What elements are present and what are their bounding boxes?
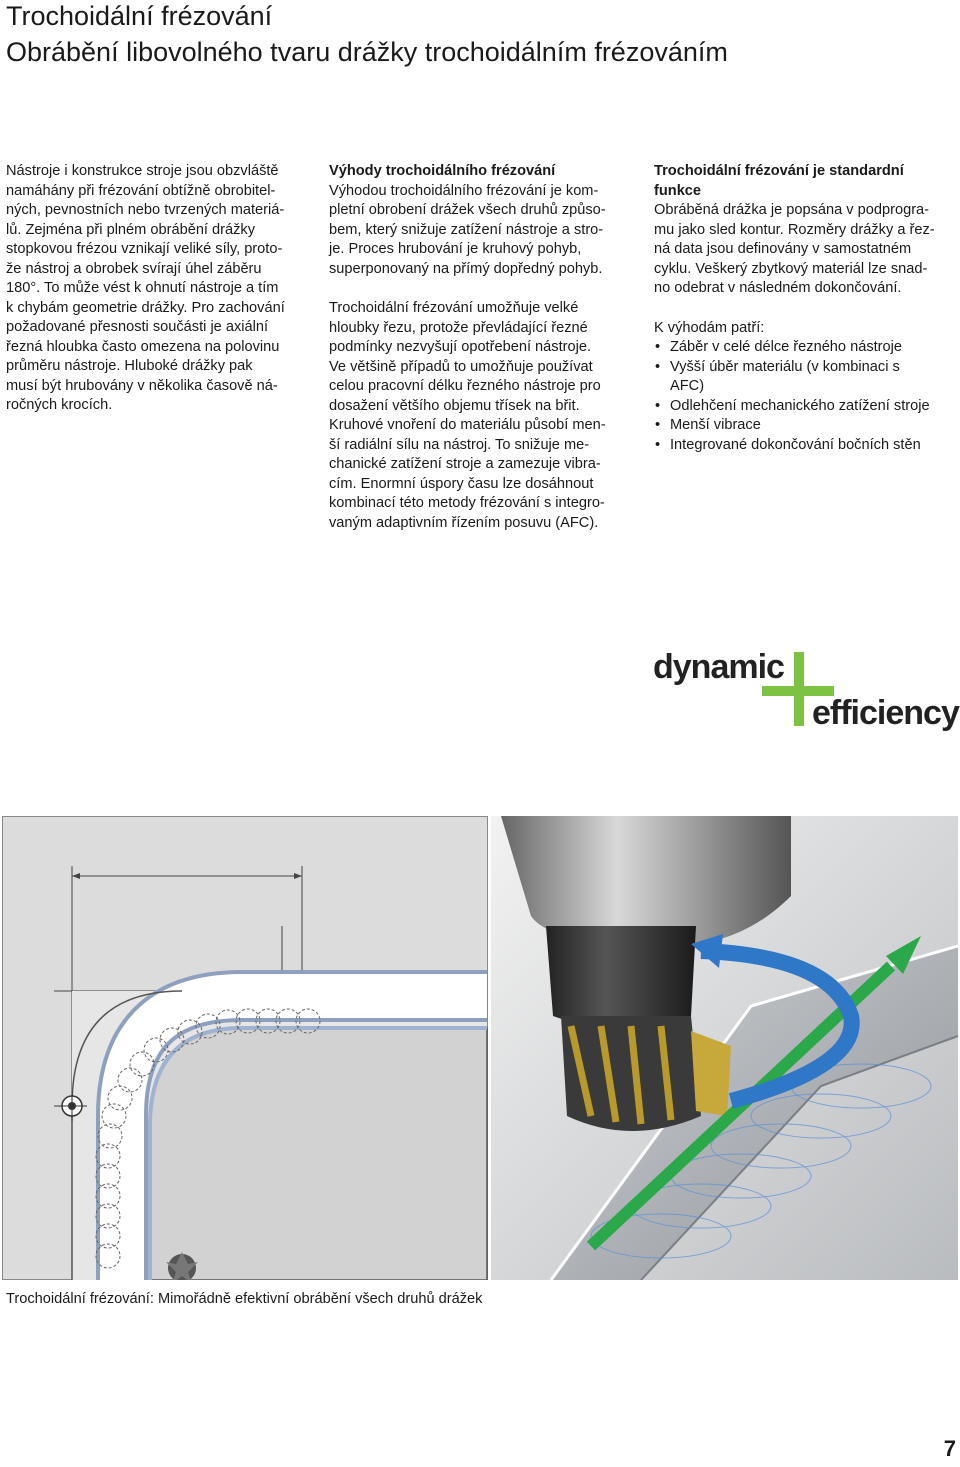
cutter-icon	[166, 1252, 198, 1280]
dynamic-efficiency-logo: dynamic efficiency	[650, 648, 960, 736]
column-intro: Nástroje i konstrukce stroje jsou obzvlá…	[6, 162, 306, 416]
advantages-paragraph-1: Výhodou trochoidálního frézování je kom-…	[329, 182, 606, 277]
advantages-heading: Výhody trochoidálního frézování	[329, 163, 556, 179]
logo-plus-horizontal	[762, 686, 834, 696]
trochoidal-slot-diagram	[2, 816, 488, 1280]
benefits-list: Záběr v celé délce řezného nástroje Vyšš…	[654, 338, 954, 455]
intro-paragraph: Nástroje i konstrukce stroje jsou obzvlá…	[6, 163, 285, 413]
benefit-item: Záběr v celé délce řezného nástroje	[654, 338, 954, 358]
page-subtitle: Obrábění libovolného tvaru drážky trocho…	[6, 37, 728, 67]
benefits-intro: K výhodám patří:	[654, 319, 765, 336]
benefit-item: Integrované dokončování bočních stěn	[654, 436, 954, 456]
logo-word-efficiency: efficiency	[812, 694, 960, 732]
benefit-item: Odlehčení mechanického zatížení stroje	[654, 397, 954, 417]
trochoidal-milling-render	[491, 816, 958, 1280]
logo-word-dynamic: dynamic	[653, 648, 785, 686]
column-standard-function: Trochoidální frézování je standardní fun…	[654, 162, 954, 455]
figure-caption: Trochoidální frézování: Mimořádně efekti…	[6, 1291, 483, 1307]
advantages-paragraph-2: Trochoidální frézování umožňuje velké hl…	[329, 300, 606, 531]
benefit-item: Vyšší úběr materiálu (v kombinaci s AFC)	[654, 358, 954, 397]
standard-function-paragraph: Obráběná drážka je popsána v podprogra- …	[654, 202, 935, 296]
page-title: Trochoidální frézování	[6, 1, 273, 31]
column-advantages: Výhody trochoidálního frézování Výhodou …	[329, 162, 629, 533]
reference-point-icon	[57, 1091, 87, 1121]
page-number: 7	[943, 1436, 956, 1461]
standard-function-heading: Trochoidální frézování je standardní fun…	[654, 163, 904, 199]
benefit-item: Menší vibrace	[654, 416, 954, 436]
